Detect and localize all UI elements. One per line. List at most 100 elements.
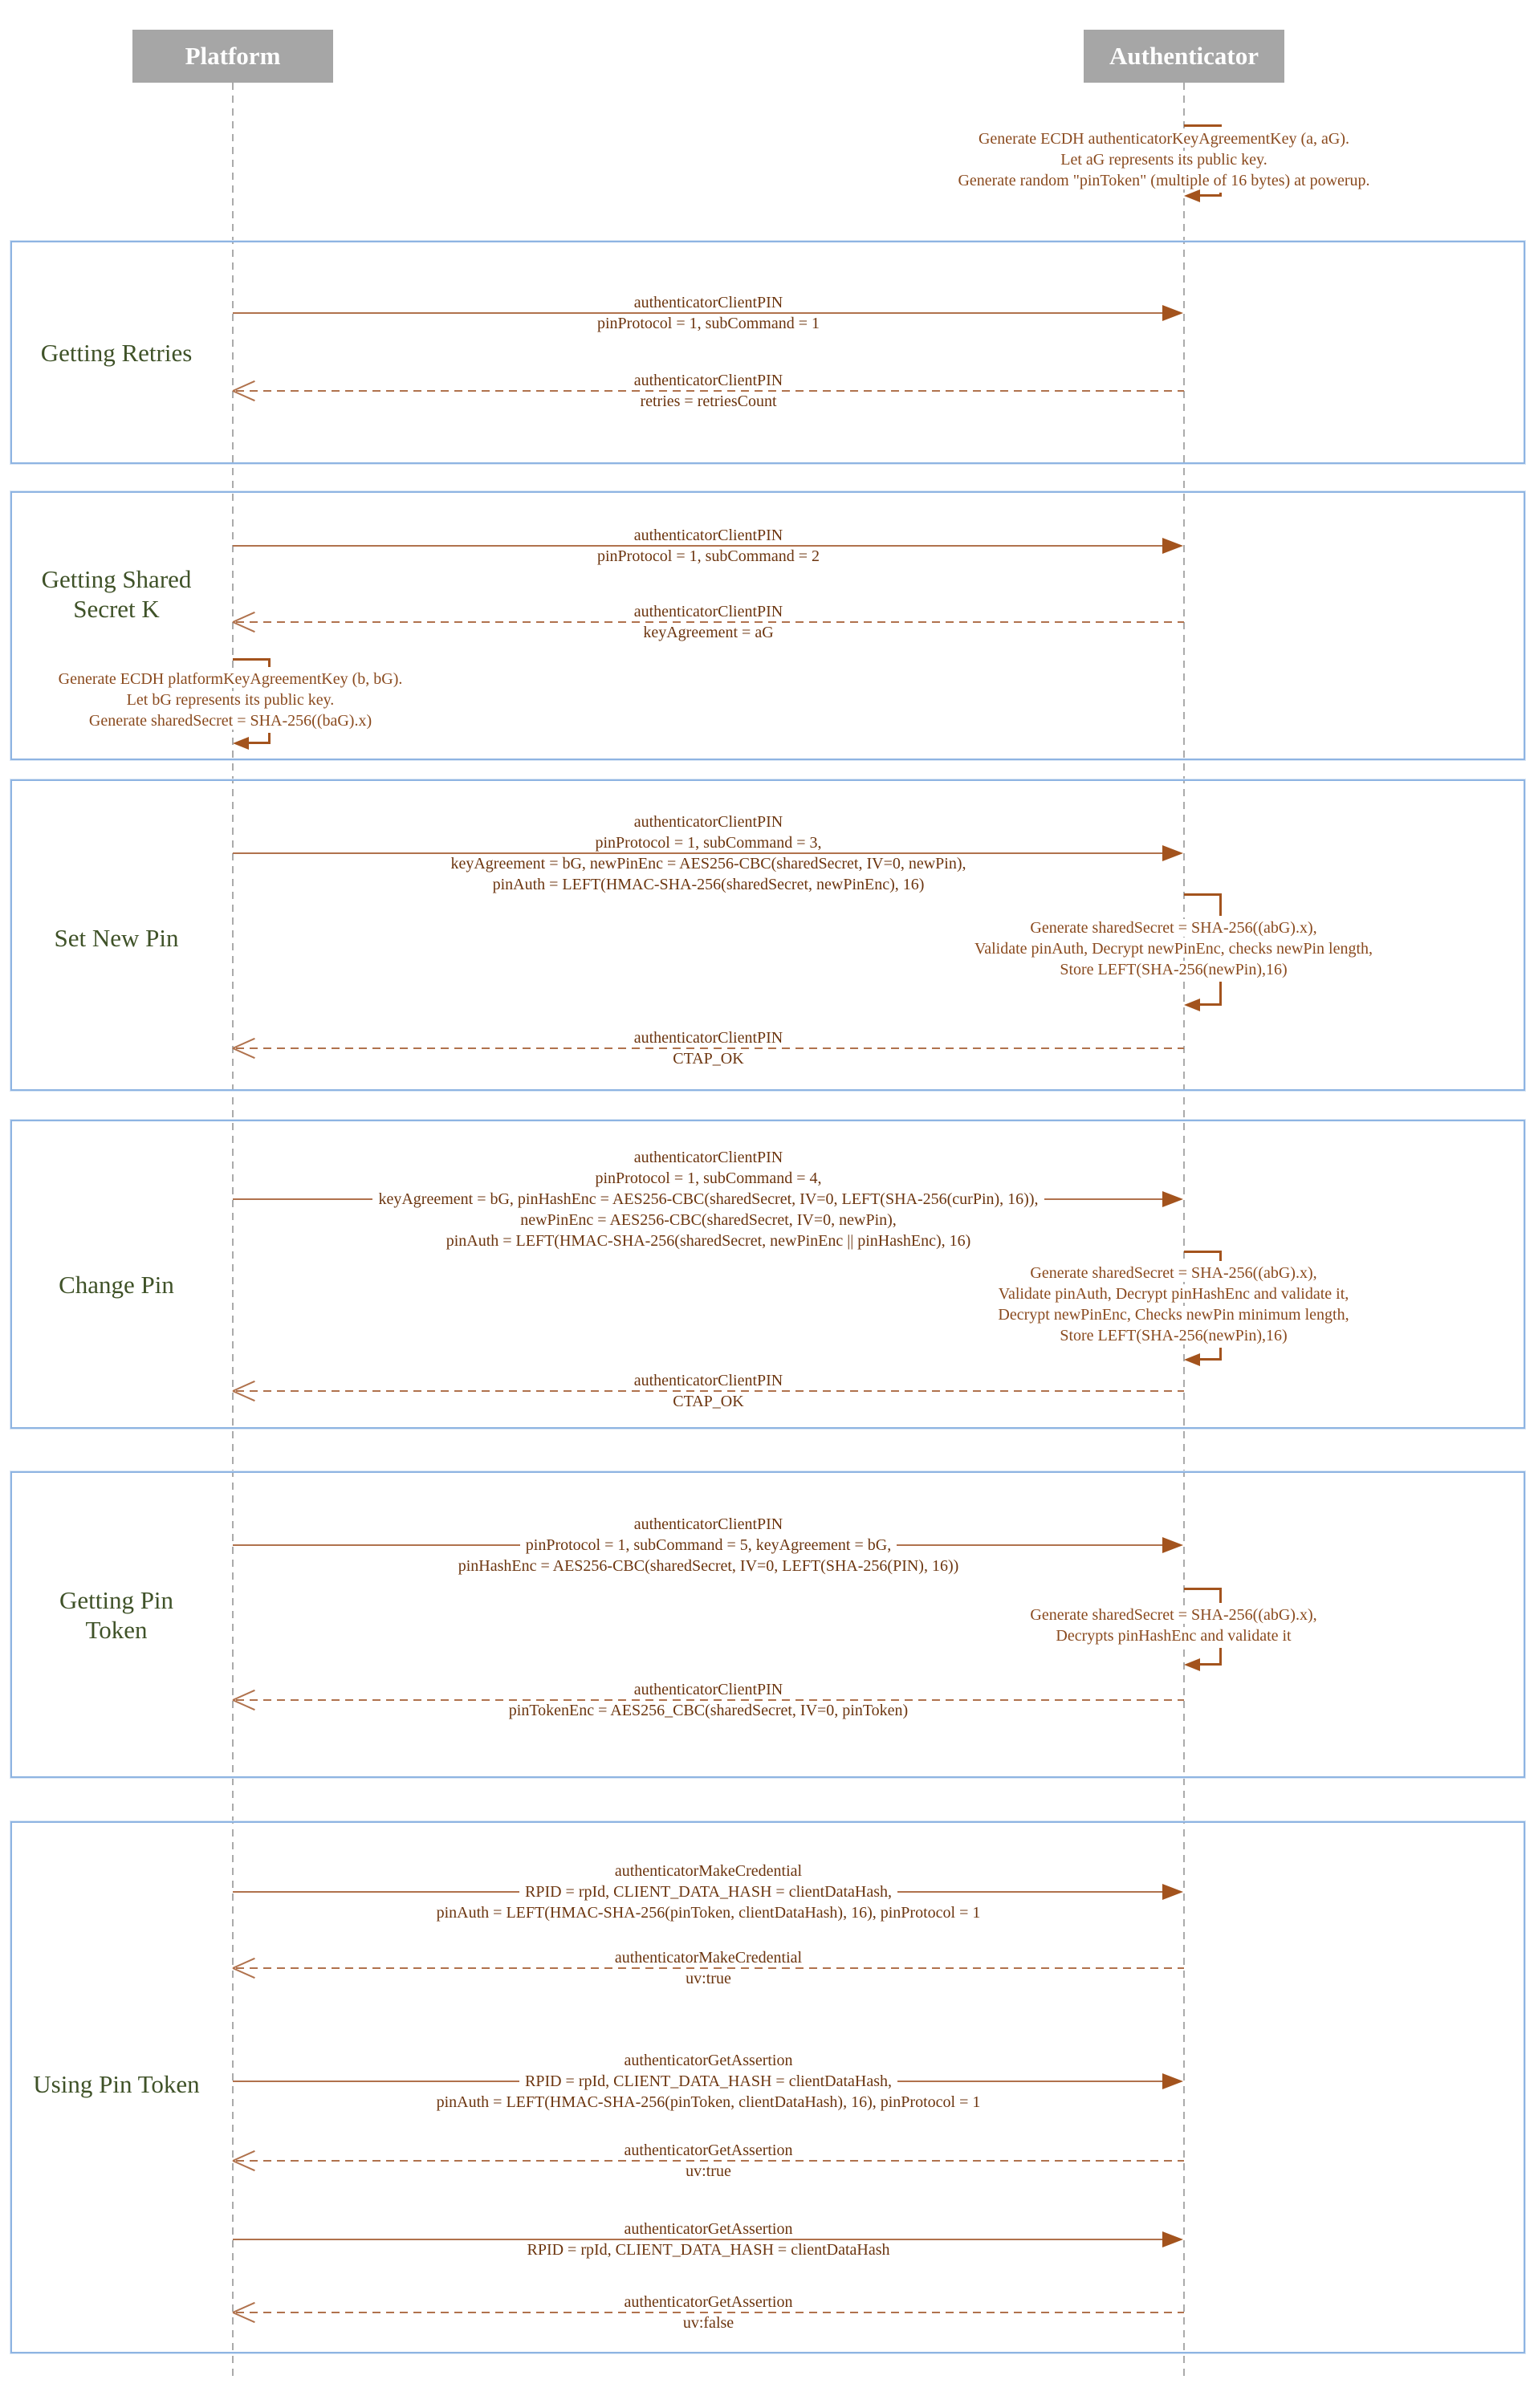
response-arrow	[236, 390, 1184, 392]
section-title: Using Pin Token	[16, 2069, 217, 2099]
self-note-text-line: Generate sharedSecret = SHA-256((abG).x)…	[1025, 1264, 1322, 1282]
message-label-line: RPID = rpId, CLIENT_DATA_HASH = clientDa…	[519, 2072, 897, 2090]
self-note-text-line: Decrypt newPinEnc, Checks newPin minimum…	[993, 1306, 1354, 1324]
section-title-line: Change Pin	[59, 1270, 174, 1299]
message-label: authenticatorClientPIN pinProtocol = 1, s…	[233, 1147, 1184, 1251]
section-title-line: Secret K	[73, 595, 160, 623]
message-label-line: authenticatorClientPIN	[628, 1029, 789, 1047]
self-loop-bracket	[268, 733, 271, 742]
self-note-text-line: Generate sharedSecret = SHA-256((baG).x)	[83, 712, 377, 730]
actor-header-platform: Platform	[132, 30, 333, 83]
message-label-line: keyAgreement = bG, newPinEnc = AES256-CB…	[445, 855, 972, 872]
message-label-line: newPinEnc = AES256-CBC(sharedSecret, IV=…	[515, 1211, 902, 1229]
request-arrowhead	[1162, 845, 1183, 861]
self-note-text-line: Generate ECDH platformKeyAgreementKey (b…	[53, 670, 408, 688]
message-label-line: authenticatorClientPIN	[628, 1681, 789, 1698]
message-label-line: authenticatorGetAssertion	[618, 2293, 799, 2311]
lifeline-authenticator	[1183, 83, 1185, 2378]
message-label-line: pinProtocol = 1, subCommand = 5, keyAgre…	[519, 1536, 897, 1554]
self-note-text-line: Generate random "pinToken" (multiple of …	[953, 171, 1375, 189]
message-label-line: authenticatorMakeCredential	[608, 1949, 808, 1967]
self-loop-arrowhead	[1184, 1658, 1200, 1671]
response-arrow	[236, 1047, 1184, 1049]
response-arrow	[236, 1699, 1184, 1701]
section-title: Set New Pin	[16, 923, 217, 953]
message-label-line: authenticatorClientPIN	[628, 294, 789, 311]
self-loop-bracket	[1219, 1588, 1222, 1603]
request-arrow	[233, 545, 1165, 547]
self-note-text-line: Validate pinAuth, Decrypt pinHashEnc and…	[993, 1285, 1354, 1303]
self-note-text-line: Validate pinAuth, Decrypt newPinEnc, che…	[970, 939, 1377, 958]
message-label-line: keyAgreement = aG	[637, 624, 779, 641]
section-box	[10, 1471, 1525, 1778]
self-loop-bracket	[1184, 893, 1222, 896]
self-loop-bracket	[1198, 194, 1222, 197]
self-note-text: Generate ECDH authenticatorKeyAgreementK…	[827, 128, 1501, 191]
self-loop-arrowhead	[233, 737, 249, 750]
message-label: authenticatorClientPIN pinProtocol = 1, s…	[233, 1514, 1184, 1576]
self-note-text-line: Generate sharedSecret = SHA-256((abG).x)…	[1025, 918, 1322, 937]
message-label-line: uv:true	[680, 1970, 737, 1987]
self-loop-bracket	[1198, 1358, 1222, 1361]
message-label-line: pinProtocol = 1, subCommand = 1	[591, 315, 825, 332]
message-label-line: authenticatorClientPIN	[628, 527, 789, 544]
self-loop-bracket	[1219, 192, 1222, 194]
self-loop-bracket	[1184, 124, 1222, 127]
message-label-line: retries = retriesCount	[634, 393, 783, 410]
message-label-line: authenticatorClientPIN	[628, 1372, 789, 1389]
message-label-line: pinAuth = LEFT(HMAC-SHA-256(pinToken, cl…	[430, 1904, 987, 1922]
self-loop-bracket	[233, 658, 271, 661]
message-label-line: RPID = rpId, CLIENT_DATA_HASH = clientDa…	[519, 1883, 897, 1901]
self-loop-arrowhead	[1184, 1353, 1200, 1366]
message-label: authenticatorMakeCredential uv:true	[233, 1947, 1184, 1989]
message-label-line: uv:true	[680, 2162, 737, 2180]
section-title-line: Token	[85, 1616, 148, 1644]
message-label-line: RPID = rpId, CLIENT_DATA_HASH = clientDa…	[521, 2241, 896, 2259]
self-note-text-line: Let bG represents its public key.	[121, 691, 340, 709]
message-label-line: authenticatorClientPIN	[628, 1515, 789, 1533]
self-note-text: Generate sharedSecret = SHA-256((abG).x)…	[836, 1605, 1511, 1646]
message-label-line: authenticatorClientPIN	[628, 603, 789, 620]
request-arrowhead	[1162, 1884, 1183, 1900]
self-loop-bracket	[1219, 1348, 1222, 1358]
self-note-text-line: Store LEFT(SHA-256(newPin),16)	[1055, 1327, 1292, 1344]
request-arrowhead	[1162, 2073, 1183, 2089]
section-title: Change Pin	[16, 1270, 217, 1300]
request-arrowhead	[1162, 1537, 1183, 1553]
message-label: authenticatorClientPIN CTAP_OK	[233, 1027, 1184, 1069]
message-label-line: pinProtocol = 1, subCommand = 4,	[589, 1169, 828, 1187]
message-label-line: uv:false	[677, 2314, 740, 2332]
request-arrowhead	[1162, 2231, 1183, 2247]
self-loop-bracket	[1184, 1588, 1222, 1590]
message-label: authenticatorClientPIN pinProtocol = 1, s…	[233, 525, 1184, 567]
self-loop-bracket	[268, 658, 271, 667]
self-loop-bracket	[1219, 124, 1222, 127]
message-label-line: pinProtocol = 1, subCommand = 2	[591, 547, 825, 565]
self-loop-arrowhead	[1184, 189, 1200, 202]
message-label-line: authenticatorMakeCredential	[608, 1862, 808, 1880]
self-note-text-line: Let aG represents its public key.	[1056, 150, 1272, 169]
response-arrow	[236, 621, 1184, 623]
message-label-line: authenticatorClientPIN	[628, 1149, 789, 1166]
request-arrow	[233, 852, 1165, 854]
message-label-line: pinAuth = LEFT(HMAC-SHA-256(pinToken, cl…	[430, 2093, 987, 2111]
section-title-line: Getting Retries	[40, 338, 193, 367]
section-title-line: Getting Shared	[41, 565, 192, 593]
actor-header-authenticator: Authenticator	[1084, 30, 1284, 83]
self-loop-bracket	[1184, 1251, 1222, 1253]
message-label-line: authenticatorGetAssertion	[618, 2220, 799, 2238]
message-label: authenticatorClientPIN pinProtocol = 1, s…	[233, 292, 1184, 334]
response-arrow	[236, 1390, 1184, 1392]
message-label-line: CTAP_OK	[667, 1050, 750, 1068]
self-loop-bracket	[1198, 1003, 1222, 1006]
message-label-line: keyAgreement = bG, pinHashEnc = AES256-C…	[372, 1190, 1044, 1208]
section-box	[10, 241, 1525, 464]
